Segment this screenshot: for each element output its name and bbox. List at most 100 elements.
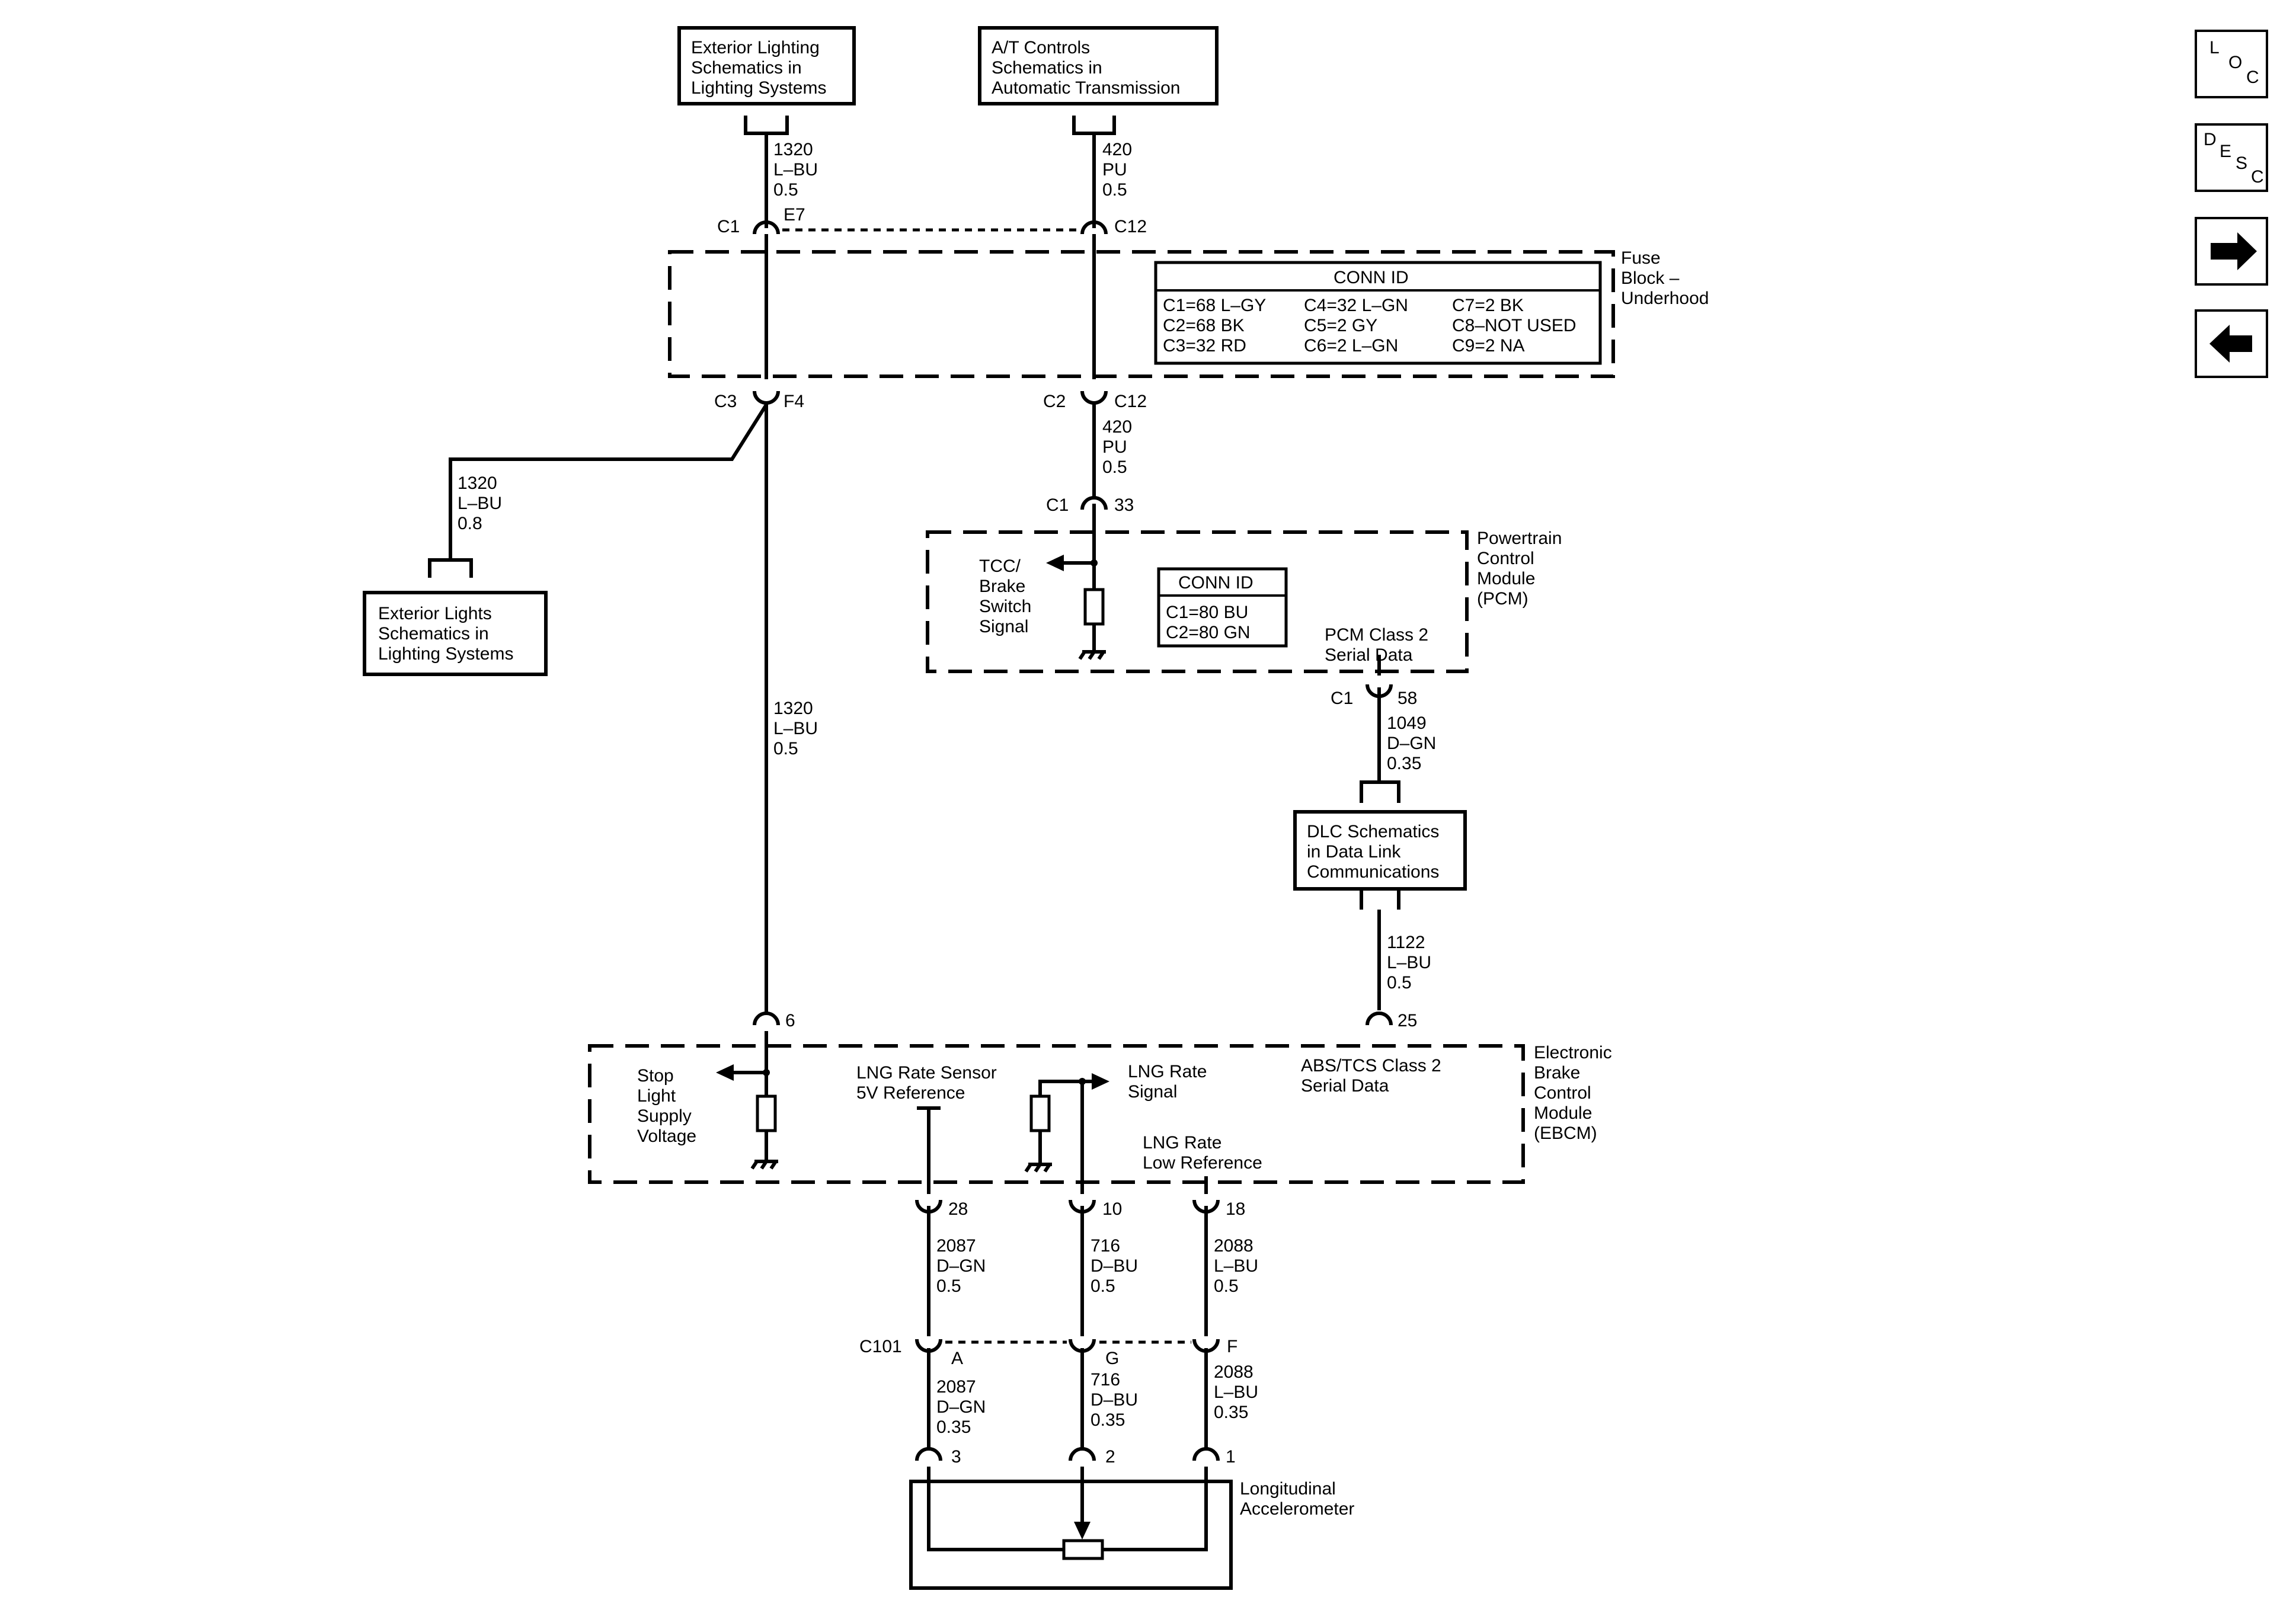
- svg-text:Block –: Block –: [1621, 268, 1680, 288]
- svg-text:0.35: 0.35: [1214, 1403, 1248, 1422]
- svg-text:0.35: 0.35: [1091, 1410, 1125, 1430]
- ebcm-lng-ref-label: LNG Rate Sensor 5V Reference: [856, 1063, 997, 1103]
- pcm-conn-id-table: CONN ID C1=80 BU C2=80 GN: [1157, 567, 1288, 648]
- fuse-block-conn-id-table: CONN ID C1=68 L–GY C4=32 L–GN C7=2 BK C2…: [1154, 261, 1602, 365]
- svg-text:G: G: [1105, 1349, 1119, 1368]
- ref-bracket: [744, 116, 789, 135]
- fuse-block-label: Fuse Block – Underhood: [1621, 248, 1709, 308]
- svg-text:D–GN: D–GN: [936, 1256, 986, 1276]
- svg-text:C101: C101: [859, 1337, 902, 1356]
- svg-text:D–GN: D–GN: [936, 1397, 986, 1417]
- ebcm-label: Electronic Brake Control Module (EBCM): [1534, 1043, 1612, 1143]
- svg-text:C1=80 BU: C1=80 BU: [1166, 603, 1248, 622]
- accelerometer-label: Longitudinal Accelerometer: [1240, 1479, 1354, 1519]
- ref-text: Lighting Systems: [691, 78, 826, 98]
- svg-text:A: A: [951, 1349, 963, 1368]
- svg-text:0.35: 0.35: [936, 1417, 971, 1437]
- svg-text:Voltage: Voltage: [637, 1126, 696, 1146]
- conn-id-cell: C7=2 BK: [1452, 296, 1524, 315]
- ref-bracket: [1072, 116, 1116, 135]
- conn-id-cell: C1=68 L–GY: [1163, 296, 1266, 315]
- svg-text:Switch: Switch: [979, 597, 1031, 616]
- svg-text:D–BU: D–BU: [1091, 1256, 1138, 1276]
- svg-text:Module: Module: [1477, 569, 1535, 588]
- svg-text:1049: 1049: [1387, 713, 1427, 733]
- wire-label-2088-a: 2088 L–BU 0.5: [1214, 1236, 1258, 1296]
- svg-text:0.8: 0.8: [458, 514, 482, 533]
- conn-id-cell: C6=2 L–GN: [1304, 336, 1398, 356]
- wire-label-1320-top: 1320 L–BU 0.5: [773, 140, 818, 200]
- exterior-lighting-ref-box[interactable]: Exterior Lighting Schematics in Lighting…: [677, 26, 856, 105]
- svg-text:Powertrain: Powertrain: [1477, 529, 1562, 548]
- svg-text:3: 3: [951, 1447, 961, 1467]
- wire-1320-branch: [449, 404, 768, 560]
- svg-text:Underhood: Underhood: [1621, 289, 1709, 308]
- loc-letter: C: [2246, 68, 2259, 87]
- svg-text:TCC/: TCC/: [979, 556, 1021, 576]
- ref-bracket: [1360, 887, 1400, 910]
- svg-text:33: 33: [1114, 495, 1134, 515]
- svg-text:25: 25: [1398, 1011, 1417, 1030]
- ebcm-stop-light-circuit: [716, 1031, 778, 1170]
- svg-text:(PCM): (PCM): [1477, 589, 1528, 609]
- svg-text:1122: 1122: [1387, 933, 1425, 952]
- accelerometer-circuit: [927, 1467, 1208, 1560]
- svg-text:0.5: 0.5: [773, 739, 798, 758]
- next-button[interactable]: [2195, 217, 2268, 286]
- wire-label-1122: 1122 L–BU 0.5: [1387, 933, 1431, 993]
- left-arrow-icon: [2209, 325, 2252, 363]
- svg-text:0.5: 0.5: [1387, 973, 1412, 993]
- at-controls-ref-box[interactable]: A/T Controls Schematics in Automatic Tra…: [978, 26, 1219, 105]
- svg-text:28: 28: [948, 1199, 968, 1219]
- svg-text:0.5: 0.5: [1102, 180, 1127, 200]
- svg-text:F4: F4: [784, 392, 804, 411]
- svg-text:1: 1: [1226, 1447, 1236, 1467]
- svg-text:C12: C12: [1114, 392, 1147, 411]
- svg-text:2087: 2087: [936, 1377, 976, 1397]
- svg-text:18: 18: [1226, 1199, 1245, 1219]
- desc-letter: D: [2204, 130, 2217, 149]
- connector-labels: C1 E7 C12 C3 F4 C2 C12 C1 33 C1 58 6 25 …: [714, 205, 1417, 1467]
- svg-text:58: 58: [1398, 689, 1417, 708]
- dlc-ref-box[interactable]: DLC Schematics in Data Link Communicatio…: [1293, 810, 1467, 891]
- conn-id-cell: C4=32 L–GN: [1304, 296, 1408, 315]
- wire-label-2088-b: 2088 L–BU 0.35: [1214, 1362, 1258, 1422]
- desc-letter: C: [2251, 167, 2264, 187]
- svg-text:L–BU: L–BU: [1387, 953, 1431, 972]
- wire-label-1049: 1049 D–GN 0.35: [1387, 713, 1436, 773]
- wire-label-2087-b: 2087 D–GN 0.35: [936, 1377, 986, 1437]
- accelerometer-outline: [909, 1480, 1233, 1590]
- svg-text:0.5: 0.5: [773, 180, 798, 200]
- svg-text:C2=80 GN: C2=80 GN: [1166, 623, 1251, 642]
- svg-text:2088: 2088: [1214, 1362, 1253, 1382]
- svg-text:ABS/TCS Class 2: ABS/TCS Class 2: [1301, 1056, 1441, 1076]
- desc-letter: E: [2220, 142, 2231, 161]
- conn-id-cell: C8–NOT USED: [1452, 316, 1576, 335]
- ref-text: in Data Link: [1307, 842, 1401, 862]
- pcm-label: Powertrain Control Module (PCM): [1477, 529, 1562, 609]
- loc-button[interactable]: L O C: [2195, 30, 2268, 98]
- svg-text:0.5: 0.5: [1091, 1276, 1115, 1296]
- svg-text:Control: Control: [1477, 549, 1534, 568]
- wire-label-1320-long: 1320 L–BU 0.5: [773, 699, 818, 758]
- svg-text:C3: C3: [714, 392, 737, 411]
- svg-text:420: 420: [1102, 140, 1132, 159]
- svg-text:Signal: Signal: [979, 617, 1028, 636]
- svg-text:1320: 1320: [773, 140, 813, 159]
- svg-text:C1: C1: [1046, 495, 1069, 515]
- ref-text: Schematics in: [378, 624, 489, 644]
- pcm-tcc-label: TCC/ Brake Switch Signal: [979, 556, 1031, 636]
- desc-button[interactable]: D E S C: [2195, 123, 2268, 192]
- right-arrow-icon: [2211, 232, 2257, 270]
- svg-text:6: 6: [785, 1011, 795, 1030]
- svg-text:716: 716: [1091, 1236, 1120, 1256]
- pcm-class2-label: PCM Class 2 Serial Data: [1325, 625, 1428, 665]
- exterior-lights-ref-box[interactable]: Exterior Lights Schematics in Lighting S…: [363, 591, 548, 676]
- ref-bracket: [1360, 780, 1400, 803]
- svg-text:0.5: 0.5: [1102, 457, 1127, 477]
- ref-text: Schematics in: [992, 58, 1102, 78]
- ref-text: DLC Schematics: [1307, 822, 1439, 841]
- svg-text:PU: PU: [1102, 160, 1127, 180]
- svg-text:Control: Control: [1534, 1083, 1591, 1103]
- previous-button[interactable]: [2195, 309, 2268, 378]
